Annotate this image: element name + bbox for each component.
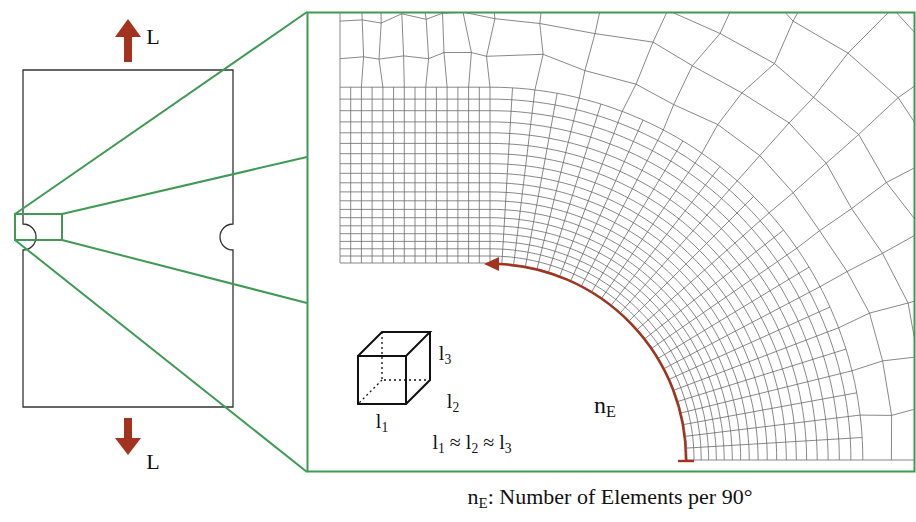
- cube-element: [358, 332, 430, 404]
- edge-length-label: l3: [439, 341, 451, 365]
- edge-ratio-label: l1 ≈ l2 ≈ l3: [432, 430, 511, 454]
- specimen-plate: [23, 70, 233, 407]
- zoom-line: [62, 157, 307, 214]
- zoom-line: [62, 240, 307, 303]
- load-arrow-shaft: [124, 34, 132, 62]
- figure-caption: nE: Number of Elements per 90°: [468, 484, 753, 510]
- load-arrow-head: [115, 438, 141, 455]
- zoom-panel: [308, 13, 915, 472]
- edge-length-label: l2: [447, 389, 459, 413]
- edge-length-label: l1: [376, 409, 388, 433]
- load-arrow-head: [115, 19, 141, 37]
- subscript: E: [606, 402, 616, 421]
- subscript: 3: [505, 441, 512, 456]
- load-arrow-shaft: [124, 418, 132, 440]
- subscript: 3: [444, 352, 451, 367]
- subscript: 1: [381, 420, 388, 435]
- arc-start-tick: [678, 460, 694, 462]
- element-count-label: nE: [594, 391, 616, 420]
- cube-top-face: [358, 332, 430, 356]
- cube-hidden-edge: [358, 380, 382, 404]
- subscript: 1: [438, 441, 445, 456]
- subscript: 2: [471, 441, 478, 456]
- coarse-mesh: [340, 13, 914, 460]
- arc-arrow-head: [484, 257, 499, 271]
- zoom-box: [15, 214, 62, 240]
- cube-hidden-edge: [382, 332, 430, 380]
- zoom-line: [15, 240, 307, 472]
- fine-mesh: [340, 87, 863, 460]
- zoom-line: [15, 12, 307, 214]
- subscript: E: [479, 495, 488, 511]
- element-count-arc: [497, 264, 686, 460]
- cube-side-face: [406, 332, 430, 404]
- load-label: L: [146, 449, 159, 475]
- load-label: L: [146, 24, 159, 50]
- subscript: 2: [452, 400, 459, 415]
